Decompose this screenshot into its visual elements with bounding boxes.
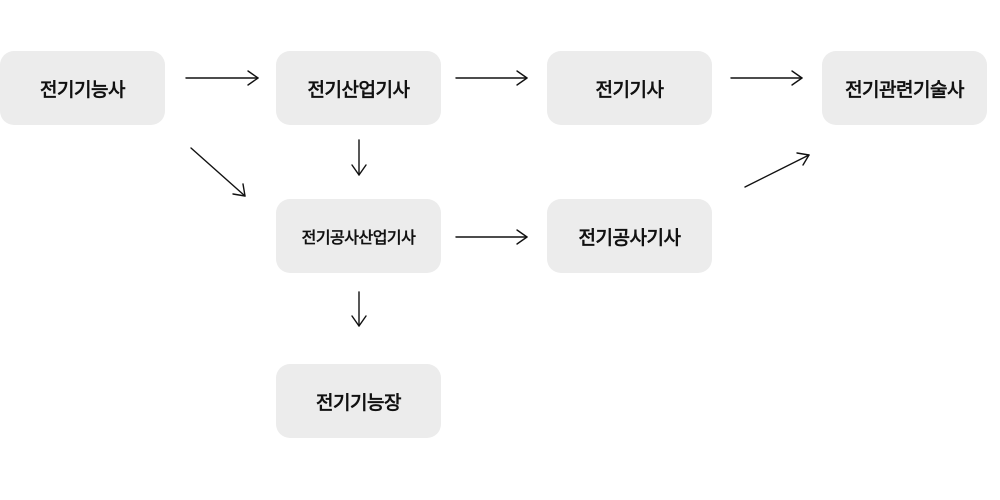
node-craftsman: 전기기능사 bbox=[0, 51, 165, 125]
arrow-industrial-engineer-to-engineer bbox=[455, 70, 528, 86]
arrow-craftsman-to-construction-industrial-engineer bbox=[190, 147, 246, 197]
arrow-construction-industrial-engineer-to-construction-engineer bbox=[455, 229, 528, 245]
arrow-construction-industrial-engineer-to-master-craftsman bbox=[351, 291, 367, 327]
node-label: 전기관련기술사 bbox=[845, 78, 964, 101]
arrow-industrial-engineer-to-construction-industrial-engineer bbox=[351, 139, 367, 176]
node-label: 전기공사산업기사 bbox=[301, 228, 416, 247]
node-construction-industrial-engineer: 전기공사산업기사 bbox=[276, 199, 441, 273]
node-label: 전기공사기사 bbox=[578, 226, 681, 249]
node-label: 전기기사 bbox=[595, 78, 664, 101]
arrow-craftsman-to-industrial-engineer bbox=[185, 70, 259, 86]
node-master-craftsman: 전기기능장 bbox=[276, 364, 441, 438]
node-label: 전기기능장 bbox=[316, 391, 401, 414]
node-industrial-engineer: 전기산업기사 bbox=[276, 51, 441, 125]
node-label: 전기기능사 bbox=[40, 78, 125, 101]
arrow-construction-engineer-to-professional-engineer bbox=[744, 152, 810, 188]
node-construction-engineer: 전기공사기사 bbox=[547, 199, 712, 273]
node-engineer: 전기기사 bbox=[547, 51, 712, 125]
arrow-engineer-to-professional-engineer bbox=[730, 70, 803, 86]
node-professional-engineer: 전기관련기술사 bbox=[822, 51, 987, 125]
node-label: 전기산업기사 bbox=[307, 78, 410, 101]
